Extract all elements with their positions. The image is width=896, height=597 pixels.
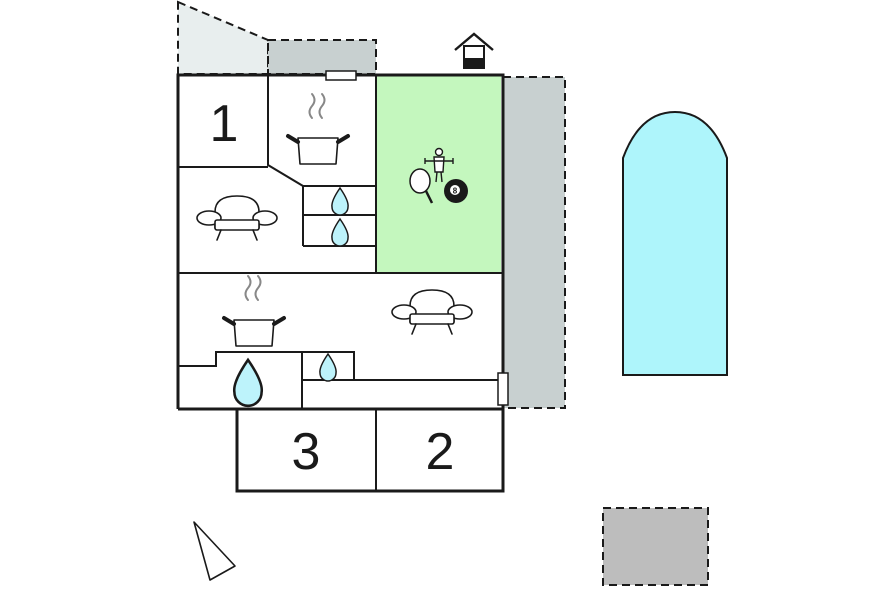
billiard-ball-icon: 8 <box>444 179 468 203</box>
cooking-pot-icon <box>286 92 350 166</box>
water-drop-icon <box>331 187 349 216</box>
window-top <box>325 70 357 81</box>
water-drop-icon <box>232 358 264 408</box>
well-icon <box>454 32 494 69</box>
ping-pong-icon <box>409 168 434 204</box>
table-football-icon <box>424 147 454 183</box>
door-right <box>497 372 509 406</box>
parking-area <box>602 507 709 586</box>
outer-wall <box>176 73 505 411</box>
terrace-top-left <box>177 0 269 75</box>
room-number-3: 3 <box>292 423 321 481</box>
room-number-1: 1 <box>210 95 239 153</box>
game-room <box>376 76 501 272</box>
sofa-icon <box>391 289 473 335</box>
water-drop-icon <box>331 218 349 247</box>
bedroom-wing-wall <box>235 409 505 493</box>
cooking-pot-icon <box>222 274 286 348</box>
terrace-top <box>267 39 377 75</box>
north-arrow-icon <box>193 521 236 581</box>
terrace-right <box>502 76 566 409</box>
billiard-ball-number: 8 <box>453 187 458 196</box>
sofa-icon <box>196 195 278 241</box>
swimming-pool <box>622 110 728 376</box>
water-drop-icon <box>319 353 337 382</box>
room-number-2: 2 <box>426 423 455 481</box>
